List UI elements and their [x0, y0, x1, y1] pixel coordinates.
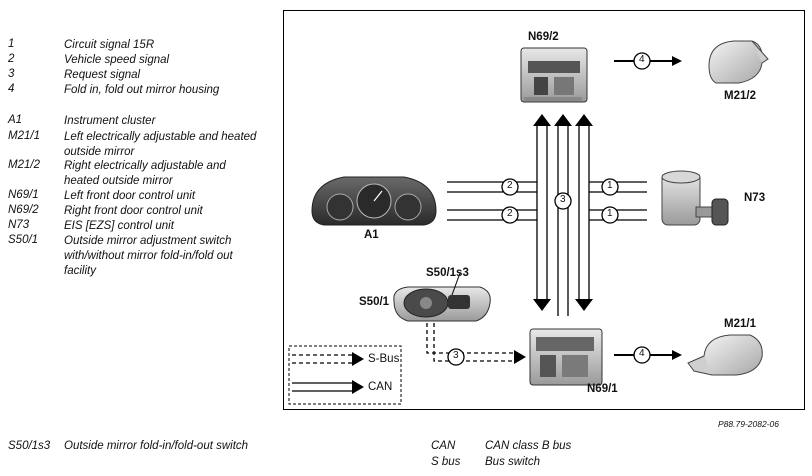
badge-2-upper: 2 [507, 180, 513, 191]
bottom-desc-sbus: Bus switch [485, 456, 540, 468]
m21-1-mirror [687, 334, 763, 376]
diagram-svg [288, 40, 769, 405]
signal-4-arrow-top [614, 52, 682, 70]
legend-desc: Request signal [64, 69, 141, 81]
s50-1-switch [393, 272, 491, 322]
signal-3-sbus-line [426, 323, 526, 366]
diagram-frame: 4 2 2 3 1 1 3 4 N69/2 M21/2 A1 N73 S50/1… [283, 10, 805, 410]
signal-4-arrow-bottom [614, 346, 682, 364]
bottom-code-s50-1s3: S50/1s3 [8, 440, 51, 452]
m21-2-mirror [708, 40, 769, 84]
key-can-label: CAN [368, 381, 393, 393]
legend-desc: Left front door control unit [64, 190, 196, 202]
bottom-desc-s50-1s3: Outside mirror fold-in/fold-out switch [64, 440, 249, 452]
legend-desc: EIS [EZS] control unit [64, 220, 174, 232]
key-sbus-label: S-Bus [368, 353, 400, 365]
legend-code: S50/1 [8, 234, 39, 246]
badge-4-bottom: 4 [639, 348, 645, 359]
badge-3-mid: 3 [560, 194, 566, 205]
legend-code: 4 [8, 83, 15, 95]
legend-code: 2 [8, 53, 15, 65]
legend-desc: Left electrically adjustable and heated … [64, 131, 257, 158]
badge-3-sbus: 3 [453, 350, 459, 361]
legend-code: M21/1 [8, 130, 40, 142]
badge-1-upper: 1 [607, 180, 613, 191]
legend-desc: Vehicle speed signal [64, 54, 170, 66]
legend-code: N69/1 [8, 189, 39, 201]
badge-2-lower: 2 [507, 208, 513, 219]
legend-code: N73 [8, 219, 30, 231]
legend-code: 1 [8, 38, 15, 50]
legend-code: 3 [8, 68, 15, 80]
badge-4-top: 4 [639, 54, 645, 65]
figure-id: P88.79-2082-06 [718, 419, 779, 429]
label-m21-2: M21/2 [724, 90, 756, 102]
bus-key-box [288, 345, 402, 405]
label-n69-1: N69/1 [587, 383, 618, 395]
a1-instrument-cluster [311, 176, 437, 226]
legend-desc: Fold in, fold out mirror housing [64, 84, 220, 96]
badge-1-lower: 1 [607, 208, 613, 219]
vertical-bus [533, 114, 593, 316]
label-a1: A1 [364, 229, 379, 241]
label-n69-2: N69/2 [528, 31, 559, 43]
legend-code: N69/2 [8, 204, 39, 216]
legend-desc: Circuit signal 15R [64, 39, 155, 51]
n73-eis-key [661, 170, 729, 226]
legend-desc: Right front door control unit [64, 205, 203, 217]
signal-2-lines [447, 178, 537, 224]
n69-2-control-unit [520, 47, 588, 103]
legend-desc: Right electrically adjustable and heated… [64, 160, 226, 187]
label-n73: N73 [744, 192, 766, 204]
bottom-code-sbus: S bus [431, 456, 461, 468]
label-s50-1: S50/1 [359, 296, 390, 308]
n69-1-control-unit [529, 328, 603, 386]
signal-1-lines [589, 178, 647, 224]
legend-code: A1 [8, 114, 23, 126]
label-s50-1s3: S50/1s3 [426, 267, 469, 279]
legend-desc: Outside mirror adjustment switch with/wi… [64, 235, 233, 277]
label-m21-1: M21/1 [724, 318, 756, 330]
legend-code: M21/2 [8, 159, 40, 171]
bottom-desc-can: CAN class B bus [485, 440, 572, 452]
bottom-code-can: CAN [431, 440, 456, 452]
legend-desc: Instrument cluster [64, 115, 156, 127]
